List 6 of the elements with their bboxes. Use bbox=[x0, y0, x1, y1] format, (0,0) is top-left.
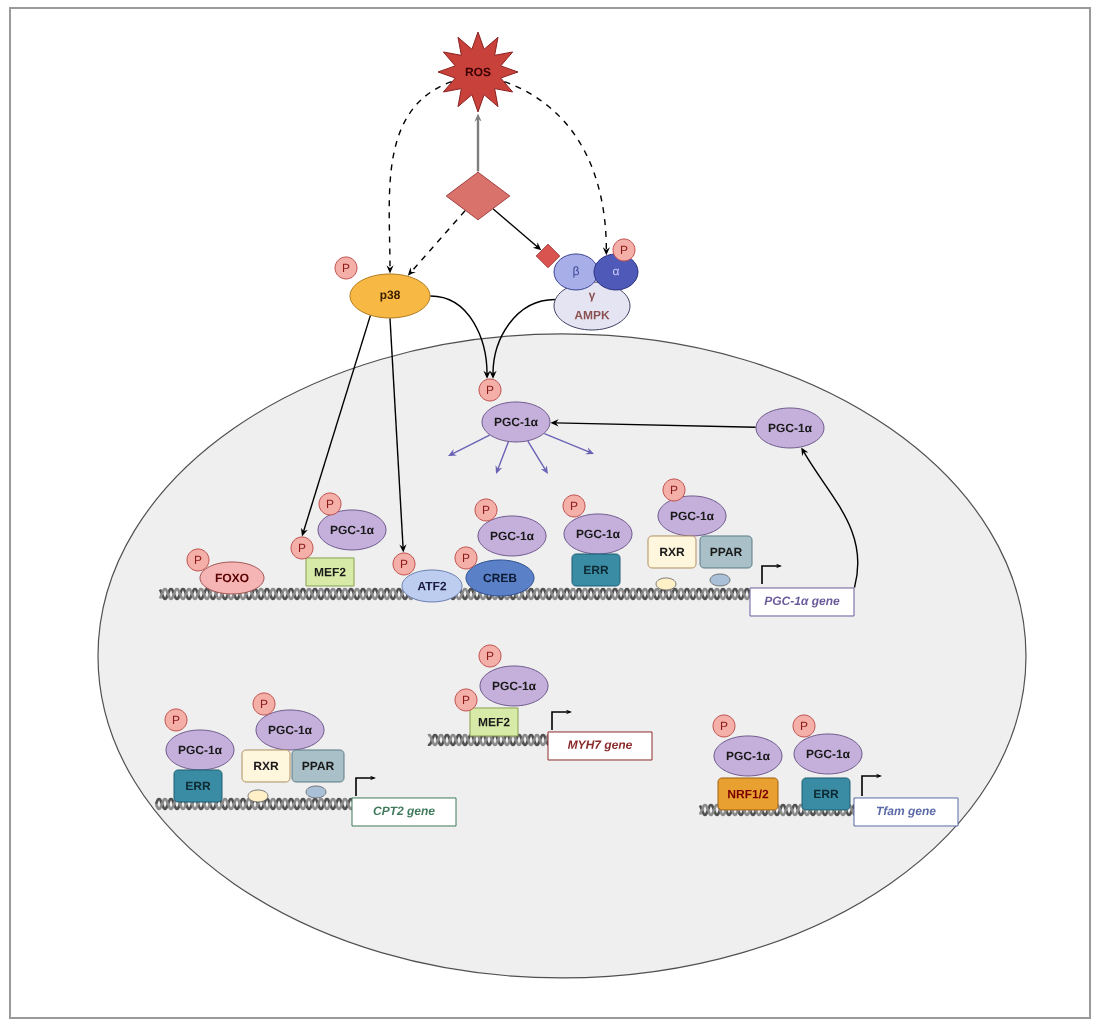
arrow bbox=[527, 440, 548, 474]
arrow bbox=[543, 432, 594, 455]
diamond-symbol bbox=[535, 243, 561, 269]
diamond-symbol bbox=[445, 171, 511, 221]
arrow bbox=[495, 441, 509, 474]
arrow bbox=[448, 434, 491, 456]
